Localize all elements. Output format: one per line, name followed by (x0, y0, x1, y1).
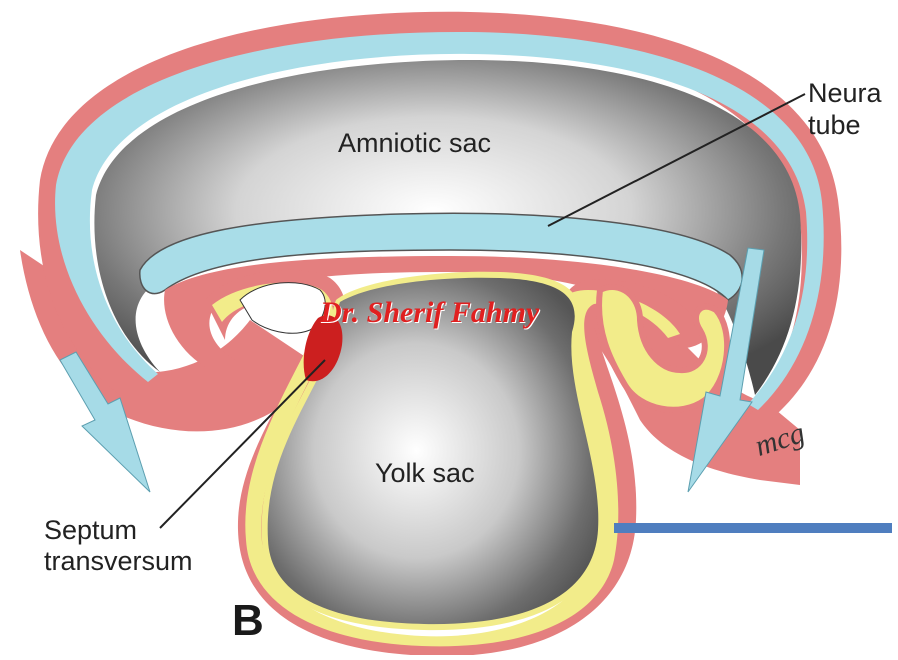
label-neural-tube-line2: tube (808, 110, 861, 140)
label-yolk-sac: Yolk sac (375, 458, 475, 488)
blue-divider-bar (614, 523, 892, 533)
label-septum-line2: transversum (44, 546, 193, 576)
label-septum-line1: Septum (44, 515, 137, 545)
label-neural-tube-line1: Neura (808, 78, 882, 108)
watermark-text: Dr. Sherif Fahmy (320, 298, 539, 328)
figure-letter: B (232, 596, 264, 646)
label-amniotic-sac: Amniotic sac (338, 128, 491, 158)
